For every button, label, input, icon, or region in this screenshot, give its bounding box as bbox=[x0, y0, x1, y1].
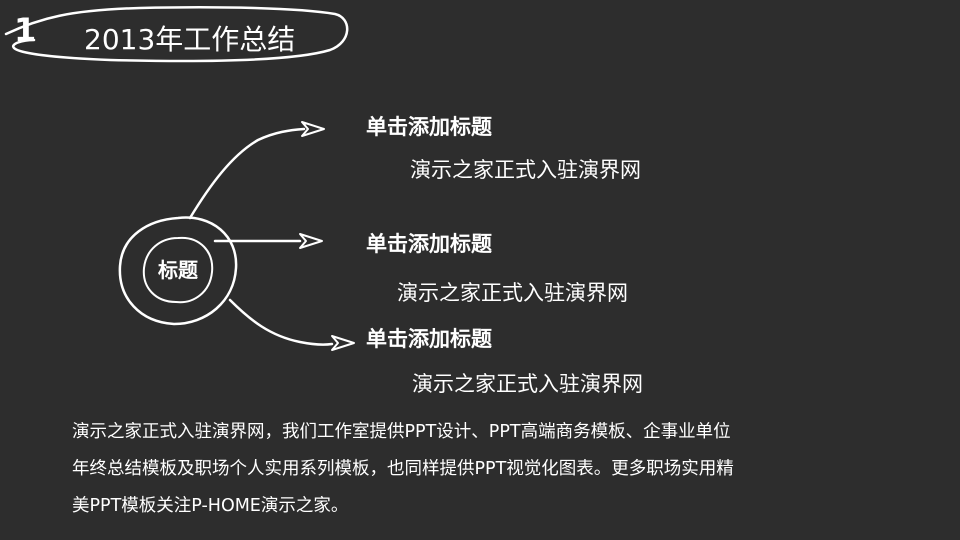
branch-2-subtitle[interactable]: 演示之家正式入驻演界网 bbox=[397, 281, 628, 305]
body-line-2: 年终总结模板及职场个人实用系列模板，也同样提供PPT视觉化图表。更多职场实用精 bbox=[72, 459, 734, 479]
branch-connector-1 bbox=[188, 127, 306, 220]
branch-arrow-1 bbox=[301, 121, 325, 137]
mindmap-center-label[interactable]: 标题 bbox=[158, 258, 198, 282]
slide-number: 1 bbox=[14, 11, 37, 49]
center-inner-circle bbox=[142, 236, 214, 304]
body-line-3: 美PPT模板关注P-HOME演示之家。 bbox=[72, 496, 349, 516]
body-line-1: 演示之家正式入驻演界网，我们工作室提供PPT设计、PPT高端商务模板、企事业单位 bbox=[72, 422, 731, 442]
branch-arrow-3 bbox=[331, 335, 355, 351]
body-paragraph[interactable]: 演示之家正式入驻演界网，我们工作室提供PPT设计、PPT高端商务模板、企事业单位… bbox=[72, 414, 902, 525]
title-lasso-stroke bbox=[4, 6, 349, 63]
slide-title[interactable]: 2013年工作总结 bbox=[84, 23, 296, 56]
branch-connector-3 bbox=[228, 298, 334, 346]
branch-arrow-2 bbox=[299, 233, 323, 249]
branch-1-subtitle[interactable]: 演示之家正式入驻演界网 bbox=[410, 158, 641, 182]
branch-3-heading[interactable]: 单击添加标题 bbox=[366, 327, 492, 351]
branch-2-heading[interactable]: 单击添加标题 bbox=[366, 232, 492, 256]
branch-1-heading[interactable]: 单击添加标题 bbox=[366, 115, 492, 139]
branch-3-subtitle[interactable]: 演示之家正式入驻演界网 bbox=[412, 372, 643, 396]
